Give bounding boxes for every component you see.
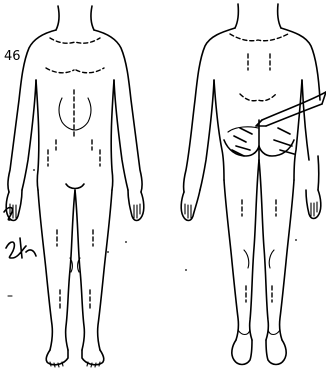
back-body-outline: [181, 4, 321, 365]
handwritten-mark: [4, 208, 36, 297]
front-body-details: [46, 38, 104, 310]
annotation-arrow: [256, 92, 326, 126]
page-number-label: 46: [4, 49, 21, 64]
front-body-outline: [6, 6, 144, 367]
